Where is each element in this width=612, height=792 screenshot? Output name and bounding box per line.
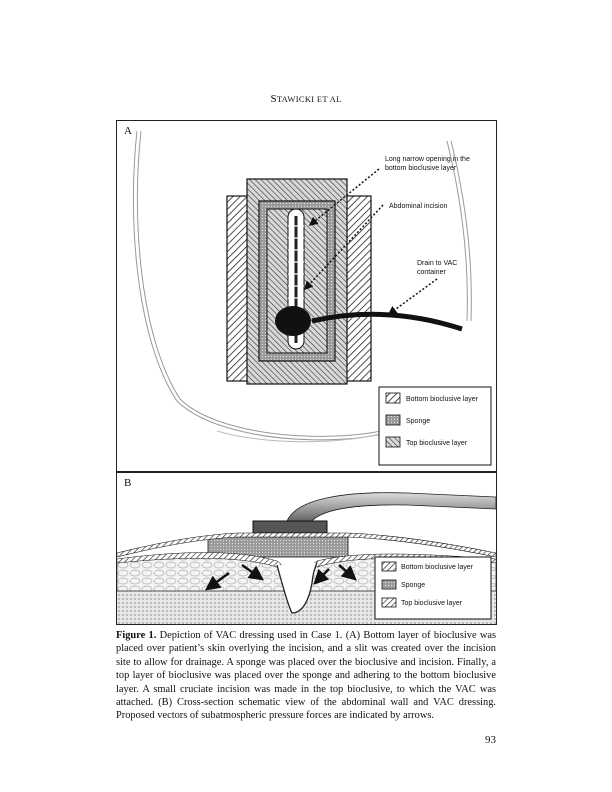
legend-b-bottom-label: Bottom bioclusive layer (401, 564, 474, 571)
figure-panel-b: Bottom bioclusive layer Sponge Top biocl… (116, 472, 497, 625)
callout-incision: Abdominal incision (389, 203, 447, 210)
legend-panel-a: Bottom bioclusive layer Sponge Top biocl… (378, 386, 492, 466)
caption-text: Depiction of VAC dressing used in Case 1… (116, 630, 496, 722)
vac-tube-cross-section (286, 492, 496, 526)
figure-caption: Figure 1. Depiction of VAC dressing used… (116, 629, 496, 723)
panel-a-illustration: Long narrow opening in the bottom bioclu… (132, 130, 492, 466)
figure-panel-a: Long narrow opening in the bottom bioclu… (116, 120, 497, 472)
pressure-arrow-4 (338, 564, 357, 581)
panel-a-letter: A (124, 125, 132, 137)
panel-b-illustration: Bottom bioclusive layer Sponge Top biocl… (117, 492, 496, 624)
legend-b-top-label: Top bioclusive layer (401, 600, 463, 607)
legend-b-sponge-label: Sponge (401, 582, 425, 589)
callout-arrow-opening (308, 168, 380, 226)
callout-opening-line2: bottom bioclusive layer (385, 165, 457, 172)
pressure-arrow-2 (241, 563, 265, 581)
vac-connector (275, 306, 311, 336)
legend-panel-b: Bottom bioclusive layer Sponge Top biocl… (374, 556, 492, 620)
callout-drain-line2: container (417, 269, 446, 276)
legend-a-bottom-label: Bottom bioclusive layer (406, 396, 479, 403)
legend-a-top-label: Top bioclusive layer (406, 440, 468, 447)
caption-label: Figure 1. (116, 630, 157, 641)
drain-tube (311, 311, 463, 332)
callout-arrow-drain (387, 278, 438, 315)
top-bioclusive-cross-section (117, 532, 496, 558)
callout-drain-line1: Drain to VAC (417, 260, 457, 267)
page-number: 93 (485, 734, 496, 746)
vac-port (252, 520, 328, 534)
pressure-arrow-1 (204, 571, 230, 591)
running-head: STAWICKI ET AL (270, 93, 342, 105)
abdomen-outline (132, 130, 472, 443)
callout-opening-line1: Long narrow opening in the (385, 156, 470, 163)
panel-b-letter: B (124, 477, 132, 489)
pressure-arrow-3 (313, 568, 330, 585)
callout-arrow-incision (303, 204, 384, 291)
legend-a-sponge-label: Sponge (406, 418, 430, 425)
